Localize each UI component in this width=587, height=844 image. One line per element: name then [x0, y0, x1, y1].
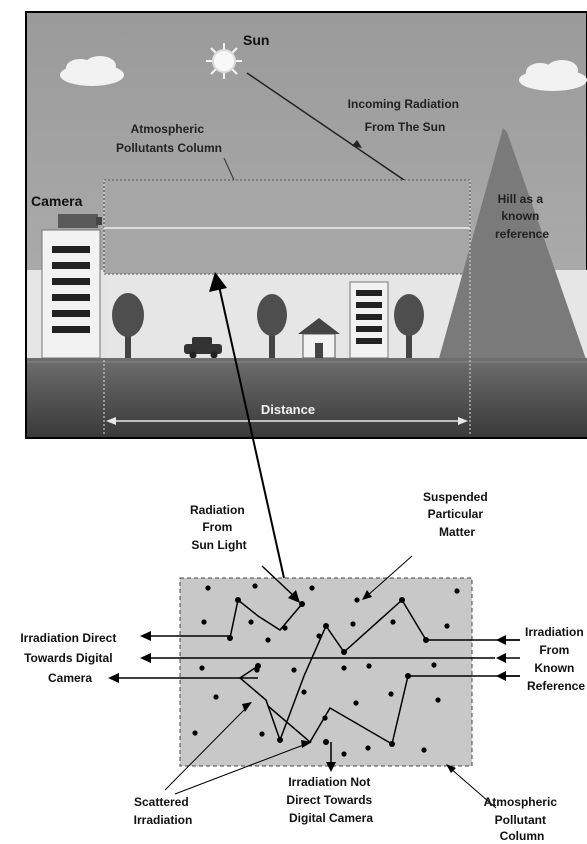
- car-icon: [184, 337, 222, 359]
- particle-nodes: [227, 597, 429, 747]
- particle-dot: [201, 619, 207, 625]
- cloud-right-icon: [519, 60, 587, 91]
- irradiation-direct-label: Irradiation Direct Towards Digital Camer…: [20, 631, 119, 685]
- distance-label: Distance: [261, 402, 315, 417]
- detail-panel: Radiation From Sun Light Suspended Parti…: [20, 490, 587, 843]
- particle-dot: [291, 667, 297, 673]
- radiation-from-sun-label: Radiation From Sun Light: [190, 503, 248, 552]
- particle-dot: [192, 730, 198, 736]
- tree-icon: [257, 294, 287, 358]
- particle-dot: [366, 663, 372, 669]
- irradiation-from-reference-label: Irradiation From Known Reference: [525, 625, 587, 693]
- building-left: [41, 229, 101, 359]
- distance-arrow-left-icon: [106, 417, 116, 425]
- particle-dot: [213, 694, 219, 700]
- scattered-pointer-right: [174, 743, 307, 795]
- scatter-path: [267, 675, 520, 746]
- scattered-pointer-left: [164, 705, 249, 791]
- arrow-pointer-icon: [242, 702, 252, 712]
- arrow-left-icon: [140, 653, 151, 663]
- particle-dot: [444, 623, 450, 629]
- arrow-left-icon: [140, 631, 151, 641]
- particle-dot: [199, 665, 205, 671]
- cloud-left-icon: [60, 56, 124, 86]
- particle-dot: [350, 621, 356, 627]
- sun-label: Sun: [243, 32, 269, 48]
- tree-icon: [394, 294, 424, 358]
- arrow-left-icon: [108, 673, 119, 683]
- particle-dot: [365, 745, 371, 751]
- incoming-radiation-label: Incoming Radiation From The Sun: [348, 97, 463, 134]
- pollutants-column-lower: [103, 227, 471, 275]
- column-connector-arrow: [218, 285, 285, 579]
- particle-dot: [252, 583, 258, 589]
- column-label-pointer: [223, 157, 235, 181]
- suspended-matter-label: Suspended Particular Matter: [423, 490, 491, 539]
- particle-dot: [341, 665, 347, 671]
- particle-dot: [435, 697, 441, 703]
- particle-dot: [309, 585, 315, 591]
- incoming-radiation-arrowhead-icon: [352, 140, 362, 148]
- pollutant-column-box: [179, 577, 473, 767]
- camera-label: Camera: [31, 193, 83, 209]
- particle-dot: [341, 751, 347, 757]
- scatter-path: [238, 598, 520, 743]
- hill-reference: [438, 128, 587, 362]
- pollutants-column-upper: [103, 179, 471, 229]
- particle-dot: [301, 689, 307, 695]
- particle-dot: [421, 747, 427, 753]
- scatter-path: [229, 598, 303, 639]
- scene-panel: Sun Incoming Radiation From The Sun Atmo…: [25, 11, 587, 439]
- particle-dot: [431, 662, 437, 668]
- irradiation-not-direct-label: Irradiation Not Direct Towards Digital C…: [286, 775, 375, 825]
- particle-dot: [454, 588, 460, 594]
- house-icon: [298, 318, 340, 359]
- particle-dot: [205, 585, 211, 591]
- pollutant-column-label: Atmospheric Pollutant Column: [484, 795, 561, 843]
- arrow-pointer-icon: [301, 740, 312, 748]
- sunlight-arrow: [261, 565, 297, 599]
- arrow-down-icon: [326, 762, 336, 772]
- distance-arrow-right-icon: [458, 417, 468, 425]
- particle-dot: [390, 619, 396, 625]
- particle-dot: [353, 700, 359, 706]
- tree-icon: [112, 293, 144, 358]
- arrow-left-icon: [496, 635, 506, 645]
- particle-dot: [259, 731, 265, 737]
- ground: [27, 358, 587, 437]
- pollutant-column-pointer: [449, 767, 497, 809]
- camera-lens-icon: [96, 217, 102, 225]
- arrow-pointer-icon: [446, 764, 456, 773]
- sun-icon: [206, 43, 242, 79]
- arrow-left-icon: [496, 671, 506, 681]
- particle-dot: [265, 637, 271, 643]
- particles: [192, 583, 460, 757]
- arrow-down-right-icon: [288, 590, 300, 603]
- scatter-paths: [229, 598, 520, 746]
- column-label: Atmospheric Pollutants Column: [116, 122, 222, 155]
- arrow-pointer-icon: [362, 590, 372, 600]
- suspended-matter-pointer: [366, 555, 413, 597]
- hill-label: Hill as a known reference: [495, 192, 549, 241]
- building-right: [349, 281, 389, 359]
- scattered-irradiation-label: Scattered Irradiation: [134, 795, 193, 827]
- column-connector-arrowhead-icon: [209, 272, 227, 292]
- particle-dot: [248, 619, 254, 625]
- particle-dot: [354, 597, 360, 603]
- particle-dot: [388, 691, 394, 697]
- arrow-left-icon: [496, 653, 506, 663]
- camera-icon: [58, 214, 98, 228]
